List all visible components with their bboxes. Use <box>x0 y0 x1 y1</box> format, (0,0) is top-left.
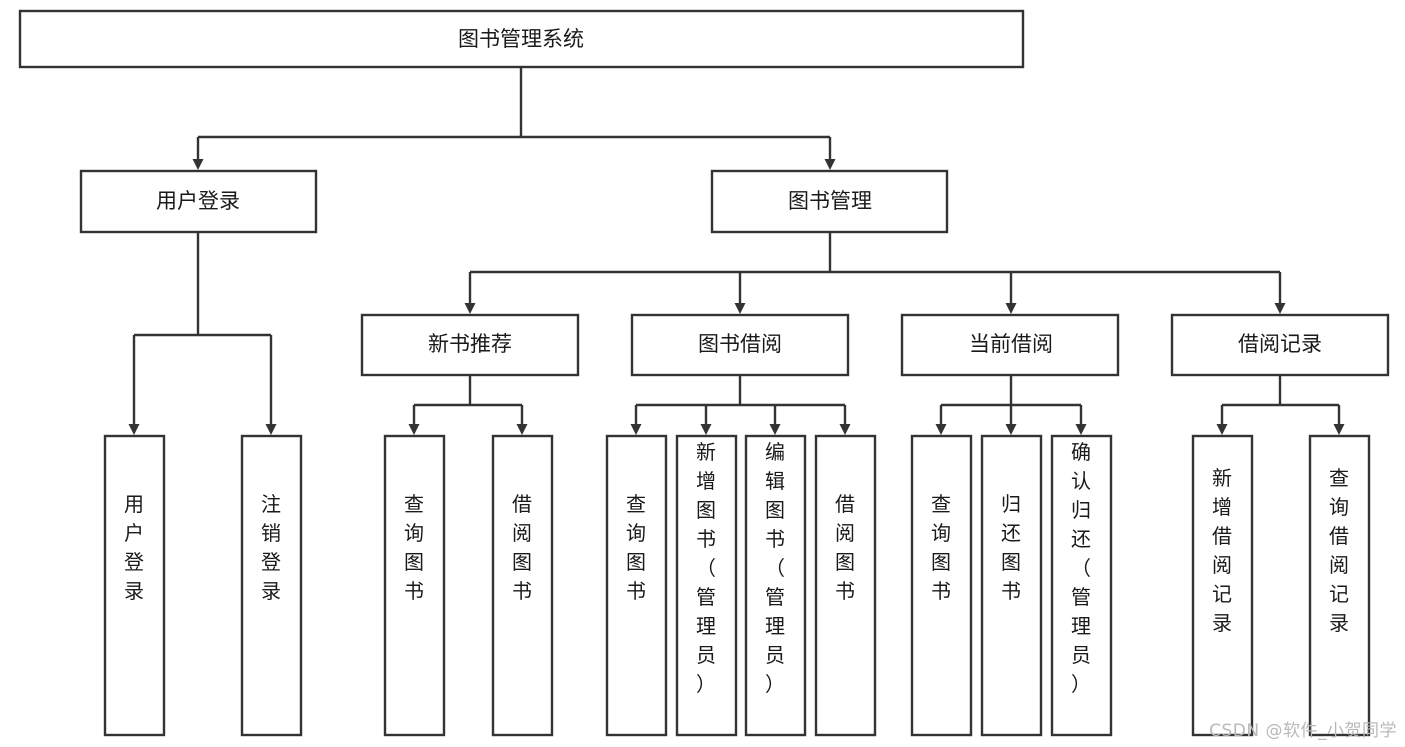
node-new-book-rec[interactable]: 新书推荐 <box>360 313 580 377</box>
node-user-login-label: 用户登录 <box>156 189 240 213</box>
leaf-query-record[interactable]: 查询借阅记录 <box>1308 434 1371 737</box>
node-root[interactable]: 图书管理系统 <box>18 9 1025 69</box>
leaf-add-record[interactable]: 新增借阅记录 <box>1191 434 1254 737</box>
node-root-label: 图书管理系统 <box>458 27 584 51</box>
csdn-watermark: CSDN @软件_小贺同学 <box>1209 721 1397 741</box>
leaf-add-book-label: 新增图书（管理员） <box>696 440 716 696</box>
leaf-query-book-3-label: 查询图书 <box>931 492 951 603</box>
leaf-query-book-1-label: 查询图书 <box>404 492 424 603</box>
leaf-user-login-label: 用户登录 <box>124 492 144 603</box>
node-user-login[interactable]: 用户登录 <box>79 169 318 234</box>
leaf-confirm-return-label: 确认归还（管理员） <box>1071 440 1091 696</box>
connector-bookmanage-to-level3 <box>464 232 1286 314</box>
leaf-logout-label: 注销登录 <box>261 492 281 603</box>
connector-borrowrecord-to-leaves <box>1216 375 1345 435</box>
leaf-add-record-label: 新增借阅记录 <box>1212 466 1232 635</box>
node-current-borrow[interactable]: 当前借阅 <box>900 313 1120 377</box>
leaf-borrow-book-1-label: 借阅图书 <box>512 492 532 603</box>
leaf-borrow-book-2[interactable]: 借阅图书 <box>814 434 877 737</box>
leaf-query-record-label: 查询借阅记录 <box>1329 466 1349 635</box>
node-book-borrow[interactable]: 图书借阅 <box>630 313 850 377</box>
leaf-borrow-book-2-label: 借阅图书 <box>835 492 855 603</box>
leaf-return-book[interactable]: 归还图书 <box>980 434 1043 737</box>
leaf-edit-book-label: 编辑图书（管理员） <box>765 440 785 696</box>
connector-bookborrow-to-leaves <box>630 375 851 435</box>
leaf-add-book[interactable]: 新增图书（管理员） <box>675 434 738 737</box>
leaf-confirm-return[interactable]: 确认归还（管理员） <box>1050 434 1113 737</box>
node-borrow-record[interactable]: 借阅记录 <box>1170 313 1390 377</box>
node-book-manage-label: 图书管理 <box>788 189 872 213</box>
connector-userlogin-to-leaves <box>128 232 277 435</box>
leaf-query-book-1[interactable]: 查询图书 <box>383 434 446 737</box>
node-book-manage[interactable]: 图书管理 <box>710 169 949 234</box>
node-borrow-record-label: 借阅记录 <box>1238 332 1322 356</box>
node-current-borrow-label: 当前借阅 <box>969 332 1053 356</box>
connector-currentborrow-to-leaves <box>935 375 1087 435</box>
connector-root-to-level2 <box>192 67 836 170</box>
leaf-query-book-3[interactable]: 查询图书 <box>910 434 973 737</box>
leaf-edit-book[interactable]: 编辑图书（管理员） <box>744 434 807 737</box>
leaf-query-book-2[interactable]: 查询图书 <box>605 434 668 737</box>
node-book-borrow-label: 图书借阅 <box>698 332 782 356</box>
connector-newbookrec-to-leaves <box>408 375 528 435</box>
leaf-query-book-2-label: 查询图书 <box>626 492 646 603</box>
leaf-borrow-book-1[interactable]: 借阅图书 <box>491 434 554 737</box>
node-new-book-rec-label: 新书推荐 <box>428 332 512 356</box>
leaf-user-login[interactable]: 用户登录 <box>103 434 166 737</box>
leaf-logout[interactable]: 注销登录 <box>240 434 303 737</box>
leaf-return-book-label: 归还图书 <box>1001 492 1021 603</box>
